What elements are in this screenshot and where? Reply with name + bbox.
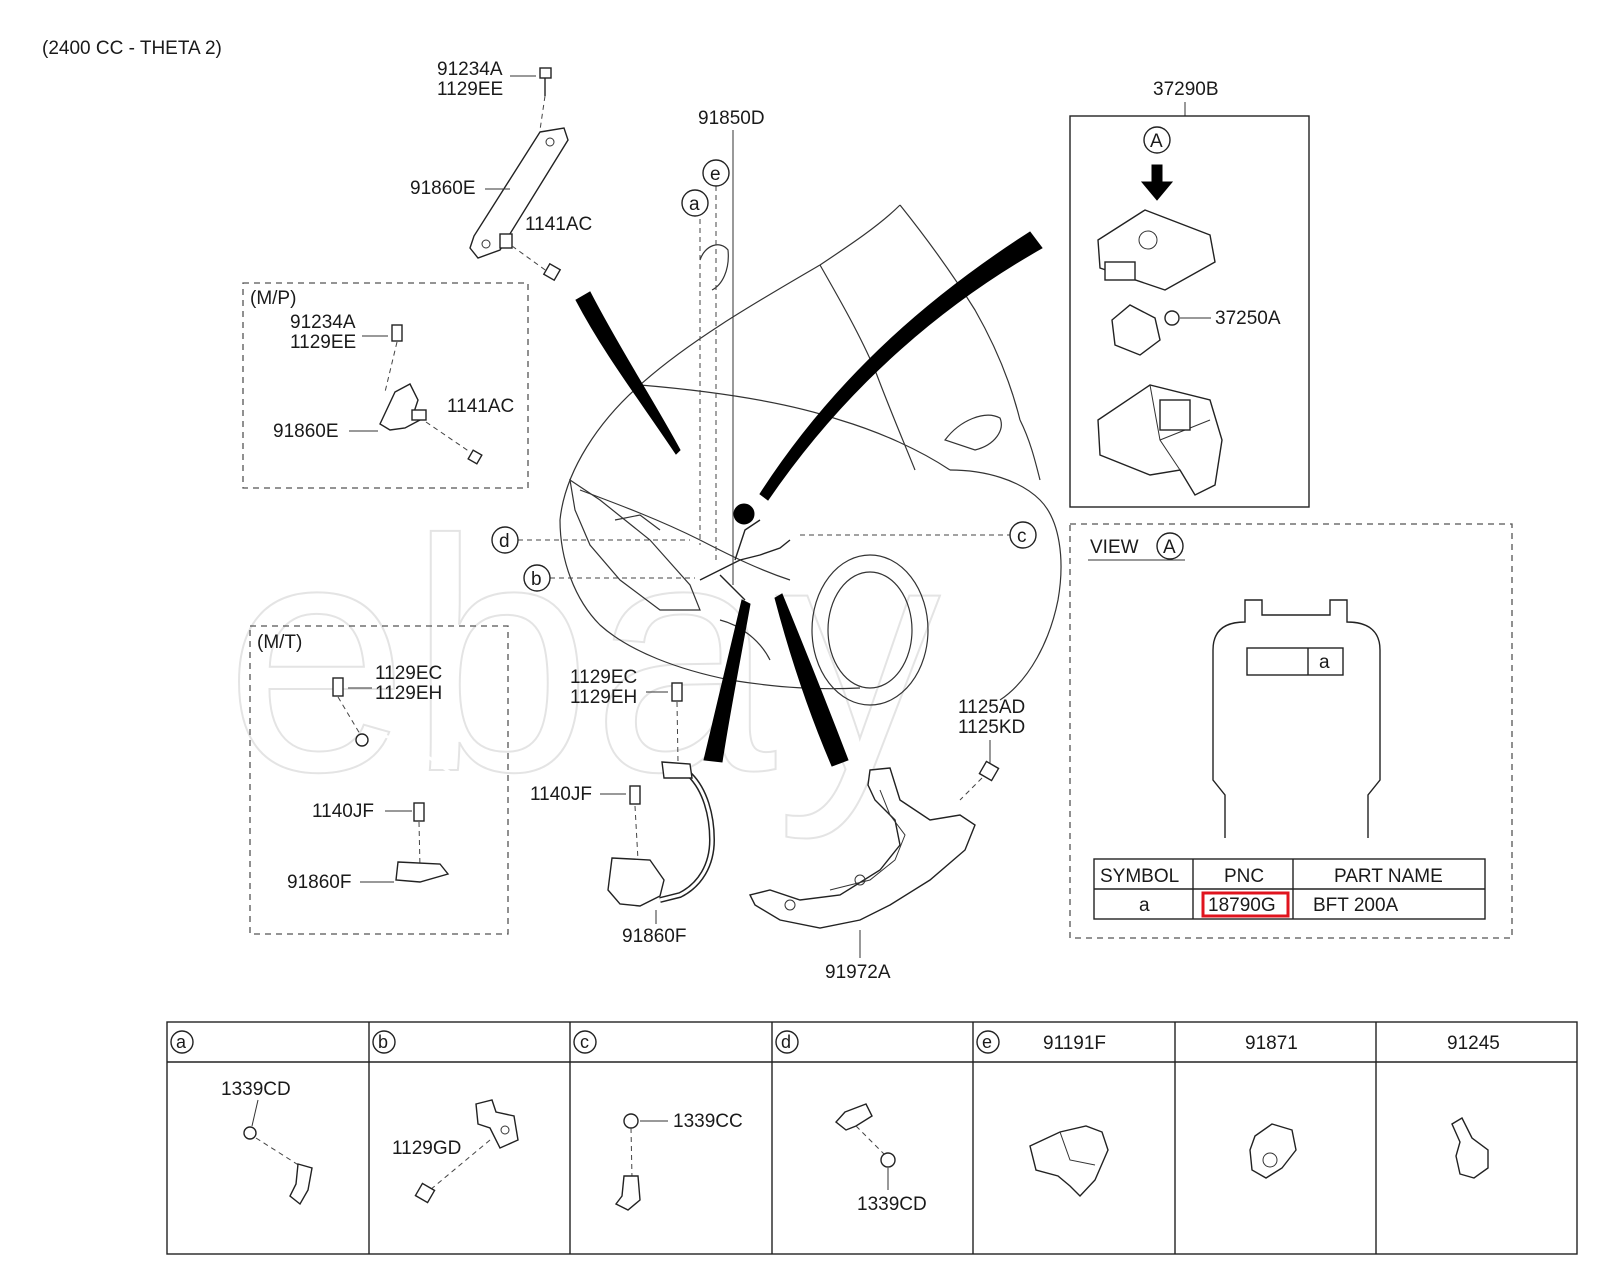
- mt-variant-box: (M/T) 1129EC 1129EH 1140JF 91860F: [249, 625, 509, 935]
- callout-d: d: [499, 531, 510, 552]
- mp-title: (M/P): [250, 288, 296, 309]
- fuse-box-37290B: 37290B A 37250A: [1069, 79, 1310, 508]
- callout-leaders: a e d b c: [491, 159, 1037, 592]
- table-header-symbol: SYMBOL: [1100, 866, 1179, 887]
- table-col-e-pnc: 91191F: [1043, 1033, 1106, 1054]
- table-col-e: e: [982, 1032, 992, 1052]
- bolt-icon: [391, 324, 403, 342]
- fuse-37250A: [1111, 304, 1161, 356]
- cell-c-label: 1339CC: [673, 1111, 743, 1132]
- label-91234A-top: 91234A: [437, 59, 503, 80]
- label-1125AD: 1125AD: [958, 697, 1025, 718]
- cell-a-part: 1339CD: [221, 1079, 313, 1206]
- mt-label-91860F: 91860F: [287, 872, 351, 893]
- label-1141AC-top: 1141AC: [525, 214, 592, 235]
- view-symbol-cell: a: [1319, 652, 1330, 673]
- table-header-pnc: PNC: [1224, 866, 1264, 887]
- table-col-91871: 91871: [1245, 1033, 1298, 1054]
- mp-label-1141AC: 1141AC: [447, 396, 514, 417]
- cell-d-part: 1339CD: [834, 1103, 927, 1215]
- callout-e: e: [710, 164, 721, 185]
- cell-d-label: 1339CD: [857, 1194, 927, 1215]
- pointer-strokes: [575, 231, 1043, 767]
- callout-A-fuse: A: [1150, 131, 1163, 152]
- label-91860F-center: 91860F: [622, 926, 686, 947]
- mp-label-1129EE: 1129EE: [290, 332, 356, 353]
- wiring-harness-91850D: 91850D: [698, 108, 791, 601]
- mt-label-1129EC: 1129EC: [375, 663, 442, 684]
- bracket-91860E-mp: [379, 383, 422, 431]
- watermark: ebay: [225, 471, 941, 842]
- cell-b-label: 1129GD: [392, 1138, 461, 1159]
- bolt-icon: [332, 677, 344, 697]
- bottom-parts-table: a b c d e 91191F 91871 91245 1339CD 1129…: [166, 1021, 1578, 1255]
- bolt-icon: [978, 760, 1000, 782]
- label-91850D: 91850D: [698, 108, 765, 129]
- table-col-c: c: [580, 1032, 589, 1052]
- table-cell-symbol: a: [1139, 895, 1150, 916]
- table-header-part-name: PART NAME: [1334, 866, 1443, 887]
- table-cell-pnc: 18790G: [1208, 895, 1276, 916]
- label-91972A: 91972A: [825, 962, 891, 983]
- table-col-d: d: [781, 1032, 791, 1052]
- cell-91871-part: [1249, 1123, 1297, 1179]
- pnc-highlight-box: [1201, 891, 1290, 918]
- bolt-icon: [671, 682, 683, 702]
- table-col-91245: 91245: [1447, 1033, 1500, 1054]
- terminal-91860F-center: [607, 857, 665, 907]
- bolt-icon: [467, 449, 483, 465]
- ground-cable-center: 1129EC 1129EH 1140JF 91860F: [530, 667, 716, 947]
- terminal-91860F-mt: [395, 861, 450, 883]
- callout-c: c: [1017, 526, 1027, 547]
- bracket-91860E-top: 91860E 1141AC: [410, 127, 592, 282]
- cell-91245-part: [1451, 1117, 1489, 1179]
- mt-title: (M/T): [257, 632, 302, 653]
- view-A-panel: VIEW A a SYMBOL PNC PART NAME a 18790G B…: [1069, 523, 1513, 939]
- view-ref-A: A: [1163, 537, 1176, 558]
- label-1129EH-center: 1129EH: [570, 687, 637, 708]
- cell-c-part: 1339CC: [614, 1111, 743, 1211]
- callout-a: a: [689, 194, 700, 215]
- table-cell-part-name: BFT 200A: [1313, 895, 1399, 916]
- table-col-a: a: [176, 1032, 187, 1052]
- label-91860E-top: 91860E: [410, 178, 476, 199]
- fuse-outline: [1212, 599, 1381, 838]
- label-1140JF-center: 1140JF: [530, 784, 592, 805]
- label-1125KD: 1125KD: [958, 717, 1025, 738]
- arrow-down-icon: [1140, 164, 1174, 201]
- label-1129EC-center: 1129EC: [570, 667, 637, 688]
- engine-spec-title: (2400 CC - THETA 2): [42, 38, 222, 59]
- callout-b: b: [531, 569, 542, 590]
- bolt-icon: [539, 67, 552, 79]
- mt-label-1140JF: 1140JF: [312, 801, 374, 822]
- view-title: VIEW: [1090, 537, 1139, 558]
- mt-label-1129EH: 1129EH: [375, 683, 442, 704]
- mp-label-91860E: 91860E: [273, 421, 339, 442]
- mp-label-91234A: 91234A: [290, 312, 356, 333]
- cell-e-part: [1029, 1125, 1109, 1198]
- bolt-icon: [542, 262, 562, 282]
- label-37250A: 37250A: [1215, 308, 1281, 329]
- top-bolt-group: 91234A 1129EE: [437, 59, 552, 131]
- label-1129EE-top: 1129EE: [437, 79, 503, 100]
- mp-variant-box: (M/P) 91234A 1129EE 91860E 1141AC: [242, 282, 529, 489]
- cell-a-label: 1339CD: [221, 1079, 291, 1100]
- bolt-icon: [629, 785, 641, 805]
- table-col-b: b: [378, 1032, 388, 1052]
- cell-b-part: 1129GD: [392, 1099, 519, 1204]
- bolt-icon: [413, 802, 425, 822]
- label-37290B: 37290B: [1153, 79, 1219, 100]
- bracket-91972A: 1125AD 1125KD 91972A: [748, 697, 1025, 983]
